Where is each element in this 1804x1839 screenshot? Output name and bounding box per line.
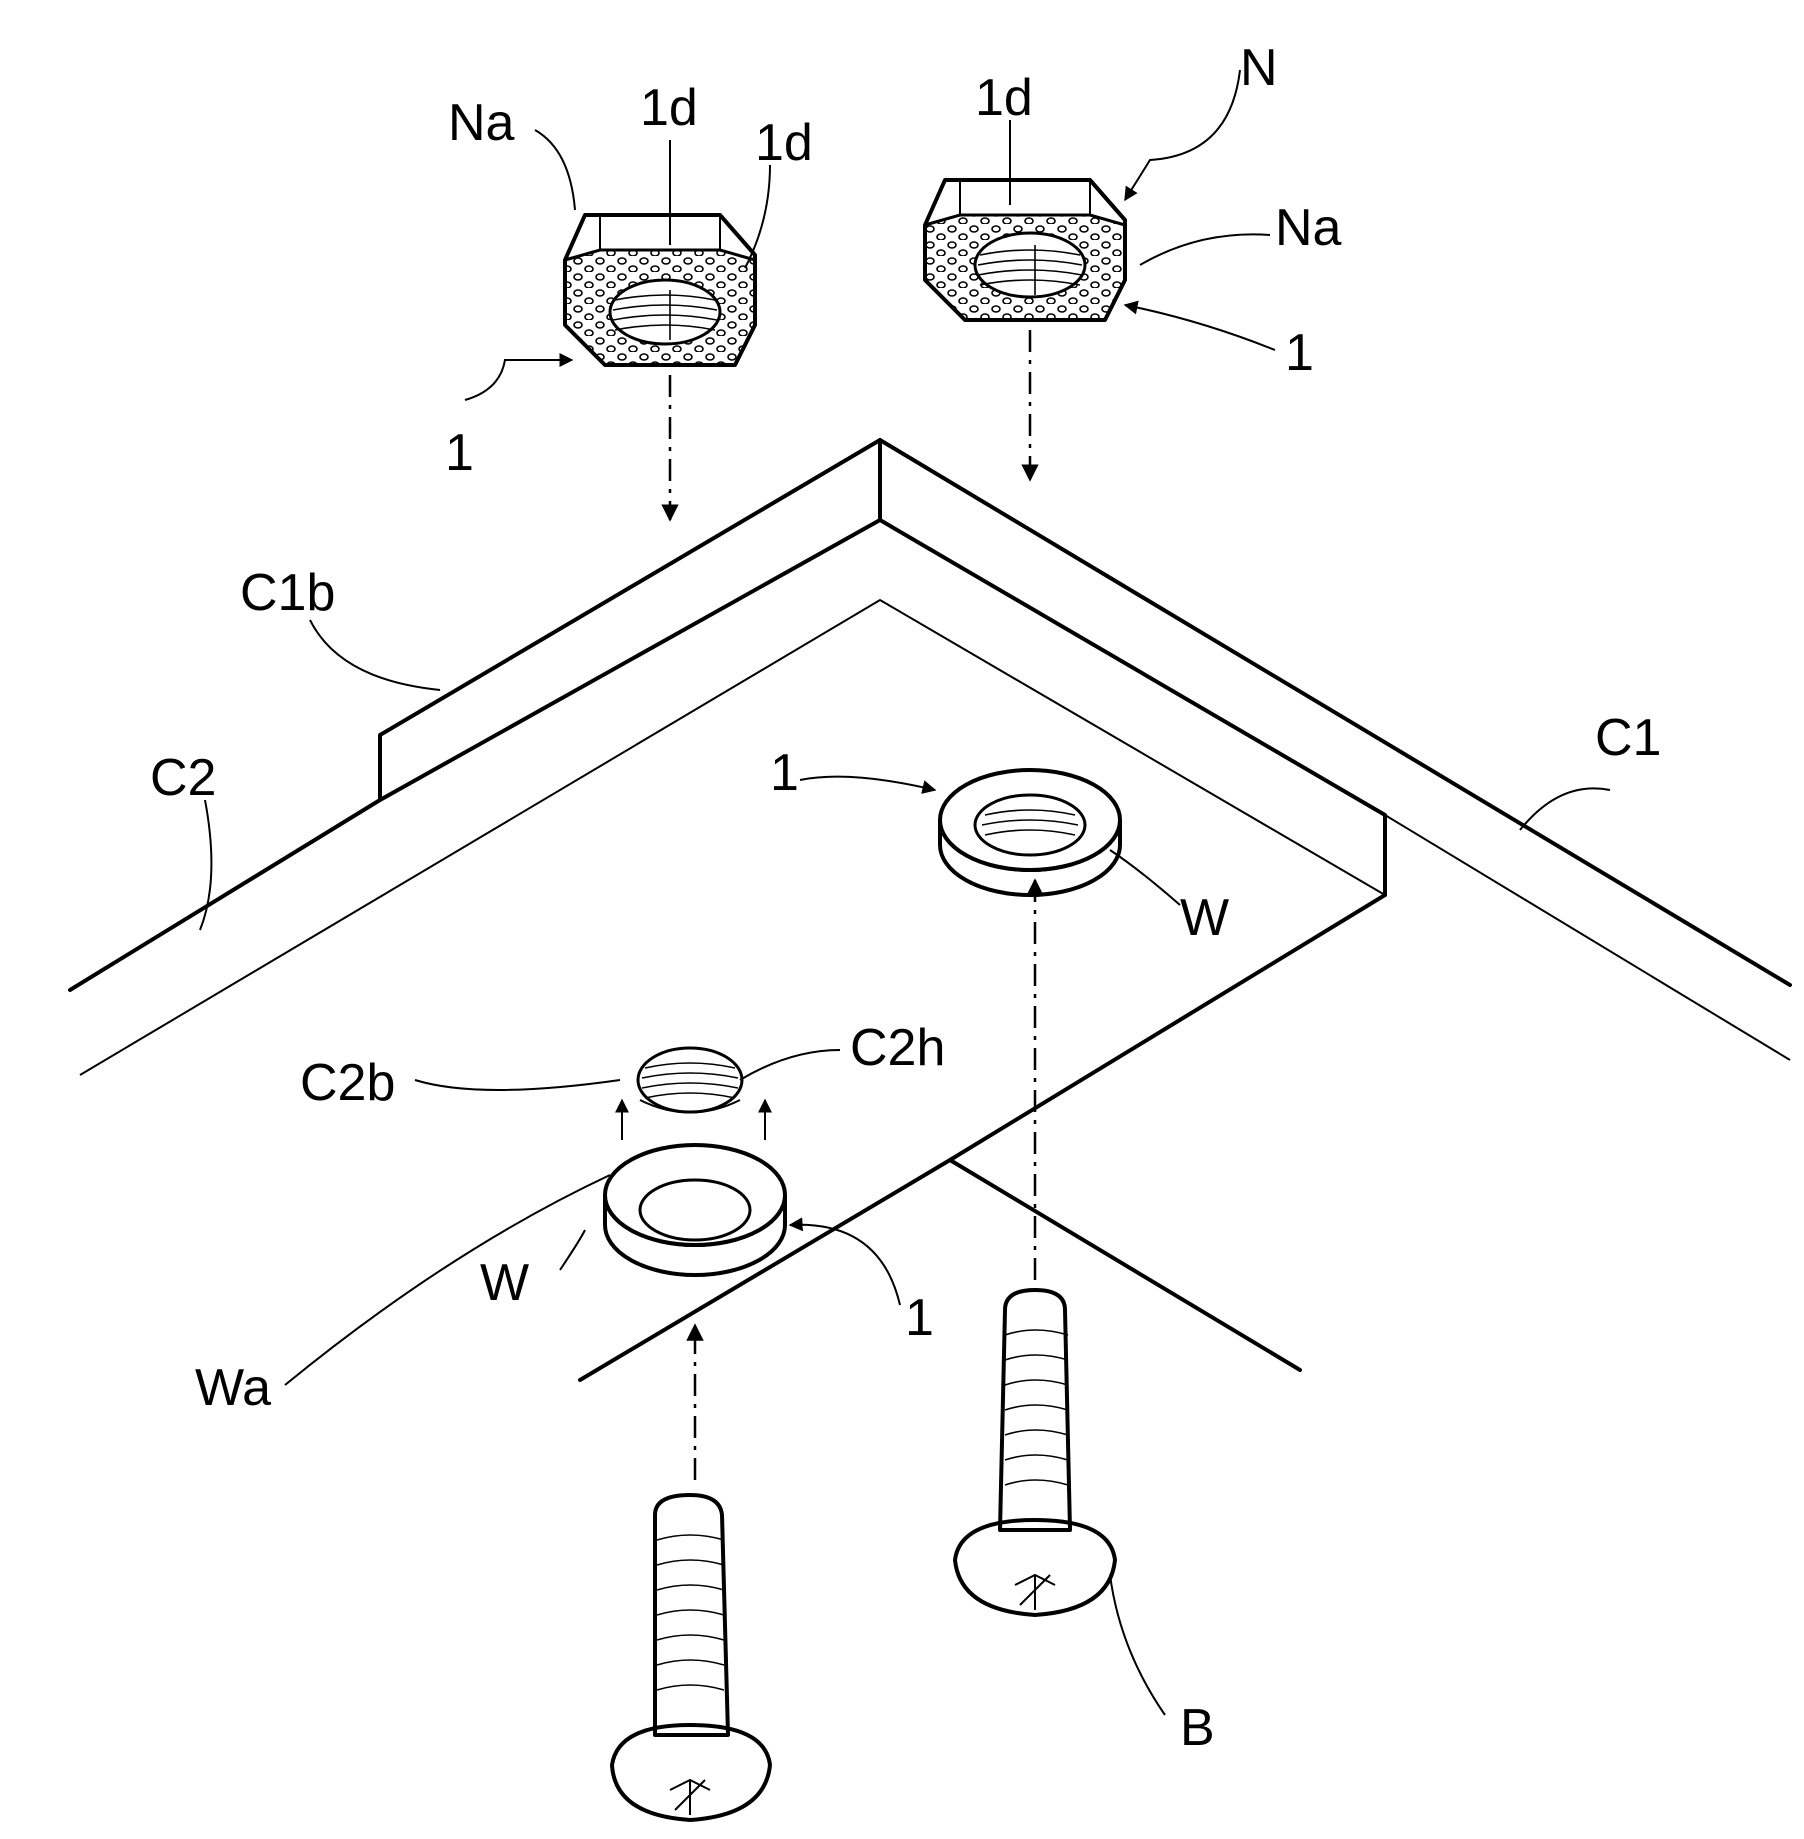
bolt-right [955,1290,1115,1615]
label-c2h: C2h [850,1019,945,1077]
bolt-thread-left [657,1535,724,1690]
label-na-left: Na [448,94,515,152]
label-1-nut-left: 1 [445,424,474,482]
label-1-washer-upper: 1 [770,744,799,802]
label-n: N [1240,39,1278,97]
label-c1: C1 [1595,709,1661,767]
label-1d-left-b: 1d [755,114,813,172]
threaded-hole-c2h [638,1048,742,1113]
label-w-upper: W [1180,889,1229,947]
label-na-right: Na [1275,199,1342,257]
label-c1b: C1b [240,564,335,622]
washer-upper [940,770,1120,895]
hex-nut-right [925,180,1125,320]
label-c2: C2 [150,749,216,807]
label-c2b: C2b [300,1054,395,1112]
label-1-washer-lower: 1 [905,1289,934,1347]
label-w-lower: W [480,1254,529,1312]
assembly-direction-lines [622,330,1035,1480]
leader-lines [200,70,1610,1715]
hex-nut-left [565,215,755,365]
washer-lower [605,1145,785,1275]
label-b: B [1180,1699,1215,1757]
label-1-nut-right: 1 [1285,324,1314,382]
label-1d-right: 1d [975,69,1033,127]
bolt-left [612,1495,770,1820]
bolt-thread-right [1005,1330,1068,1485]
label-wa: Wa [195,1359,271,1417]
label-1d-left-a: 1d [640,79,698,137]
